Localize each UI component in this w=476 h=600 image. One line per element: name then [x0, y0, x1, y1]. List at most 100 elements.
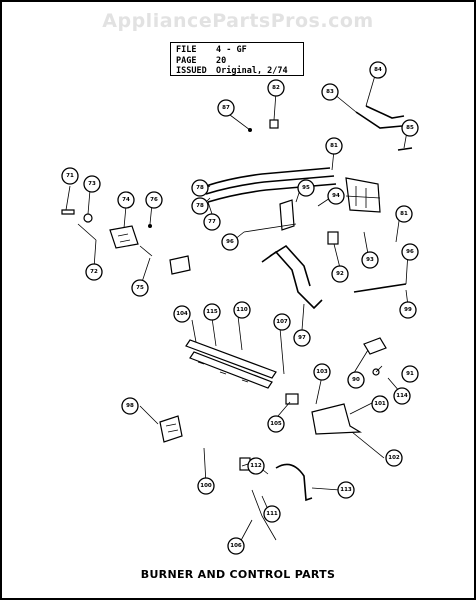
callout-72: 72 — [85, 263, 103, 281]
info-page-value: 20 — [216, 55, 227, 66]
info-page-label: PAGE — [176, 55, 197, 66]
part-73 — [83, 213, 93, 223]
svg-text:104: 104 — [176, 311, 188, 317]
svg-text:71: 71 — [66, 173, 74, 179]
svg-text:114: 114 — [396, 393, 408, 399]
tube-78a — [205, 167, 331, 187]
info-box: FILE 4 - GF PAGE 20 ISSUED Original, 2/74 — [170, 42, 304, 76]
part-71 — [61, 209, 75, 215]
callout-97: 97 — [293, 329, 311, 347]
callout-104: 104 — [173, 305, 191, 323]
callout-71: 71 — [61, 167, 79, 185]
svg-text:90: 90 — [352, 377, 360, 383]
svg-text:84: 84 — [374, 67, 382, 73]
tube-84 — [365, 105, 405, 119]
svg-text:93: 93 — [366, 257, 374, 263]
part-98 — [159, 415, 183, 443]
tube-97 — [261, 244, 323, 310]
callout-81-right: 81 — [395, 205, 413, 223]
svg-text:113: 113 — [340, 487, 352, 493]
svg-text:83: 83 — [326, 89, 334, 95]
tube-83 — [355, 111, 403, 129]
callout-98: 98 — [121, 397, 139, 415]
callout-bubbles: 87 82 83 84 85 81 71 73 74 76 78 78 77 9… — [61, 61, 419, 555]
svg-text:94: 94 — [332, 193, 340, 199]
callout-114: 114 — [393, 387, 411, 405]
svg-text:99: 99 — [404, 307, 412, 313]
info-issued-label: ISSUED — [176, 66, 207, 76]
tube-99 — [353, 283, 407, 293]
svg-text:81: 81 — [330, 143, 338, 149]
svg-text:74: 74 — [122, 197, 130, 203]
info-issued-value: Original, 2/74 — [216, 66, 288, 76]
svg-text:95: 95 — [302, 185, 310, 191]
bracket-101 — [311, 403, 363, 435]
svg-text:100: 100 — [200, 483, 212, 489]
callout-113: 113 — [337, 481, 355, 499]
callout-106: 106 — [227, 537, 245, 555]
callout-110: 110 — [233, 301, 251, 319]
callout-96-left: 96 — [221, 233, 239, 251]
svg-text:96: 96 — [406, 249, 414, 255]
callout-96-right: 96 — [401, 243, 419, 261]
svg-text:97: 97 — [298, 335, 306, 341]
callout-101: 101 — [371, 395, 389, 413]
svg-text:85: 85 — [406, 125, 414, 131]
svg-text:78: 78 — [196, 203, 204, 209]
part-92 — [327, 231, 339, 245]
callout-78b: 78 — [191, 197, 209, 215]
svg-text:111: 111 — [266, 511, 278, 517]
leader-lines — [65, 71, 409, 547]
bracket — [345, 177, 381, 213]
callout-74: 74 — [117, 191, 135, 209]
callout-102: 102 — [385, 449, 403, 467]
svg-text:82: 82 — [272, 85, 280, 91]
callout-73: 73 — [83, 175, 101, 193]
burner-ports — [197, 361, 249, 383]
tube-113 — [275, 463, 313, 502]
part-76 — [148, 224, 152, 228]
callout-105: 105 — [267, 415, 285, 433]
info-issued-row: ISSUED Original, 2/74 — [176, 66, 298, 77]
part-75 — [169, 255, 191, 275]
diagram-caption: BURNER AND CONTROL PARTS — [140, 568, 336, 581]
info-file-value: 4 - GF — [216, 45, 247, 55]
info-page-row: PAGE 20 — [176, 56, 298, 67]
bracket-detail — [345, 186, 381, 208]
callout-99: 99 — [399, 301, 417, 319]
callout-85: 85 — [401, 119, 419, 137]
burner-104 — [185, 339, 277, 379]
part-74-detail — [117, 233, 131, 243]
callout-112: 112 — [247, 457, 265, 475]
valve-leaders — [77, 223, 153, 257]
callout-95: 95 — [297, 179, 315, 197]
callout-78a: 78 — [191, 179, 209, 197]
rod-96 — [243, 223, 297, 233]
callout-103: 103 — [313, 363, 331, 381]
svg-text:112: 112 — [250, 463, 262, 469]
svg-text:92: 92 — [336, 271, 344, 277]
callout-90: 90 — [347, 371, 365, 389]
callout-100: 100 — [197, 477, 215, 495]
svg-text:101: 101 — [374, 401, 386, 407]
tube-85 — [397, 147, 413, 151]
svg-text:73: 73 — [88, 181, 96, 187]
callout-82: 82 — [267, 79, 285, 97]
svg-text:91: 91 — [406, 371, 414, 377]
callout-91: 91 — [401, 365, 419, 383]
callout-84: 84 — [369, 61, 387, 79]
rod-106 — [251, 489, 277, 541]
part-95 — [279, 199, 295, 231]
svg-text:96: 96 — [226, 239, 234, 245]
info-file-label: FILE — [176, 45, 197, 55]
callout-111: 111 — [263, 505, 281, 523]
part-105 — [285, 393, 299, 405]
svg-text:76: 76 — [150, 197, 158, 203]
watermark: AppliancePartsPros.com — [102, 10, 374, 32]
svg-text:78: 78 — [196, 185, 204, 191]
svg-text:110: 110 — [236, 307, 248, 313]
callout-92: 92 — [331, 265, 349, 283]
svg-text:105: 105 — [270, 421, 282, 427]
